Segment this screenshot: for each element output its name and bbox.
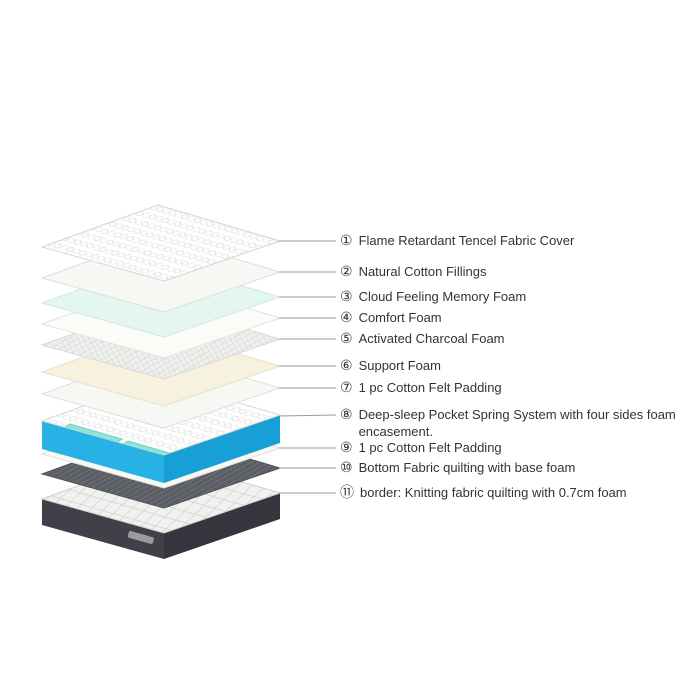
label-number: ⑦ (340, 379, 353, 395)
label-text: 1 pc Cotton Felt Padding (358, 440, 502, 455)
layer-label-8: ⑧ Deep-sleep Pocket Spring System with f… (340, 406, 689, 440)
leader-line-8 (279, 414, 337, 417)
layer-label-7: ⑦ 1 pc Cotton Felt Padding (340, 379, 502, 396)
layer-11-side-left (42, 499, 164, 559)
label-number: ⑥ (340, 357, 353, 373)
label-number: ⑩ (340, 459, 353, 475)
label-text: Flame Retardant Tencel Fabric Cover (358, 233, 575, 248)
label-number: ⑪ (340, 484, 354, 500)
label-number: ② (340, 263, 353, 279)
layer-label-6: ⑥ Support Foam (340, 357, 441, 374)
layer-label-9: ⑨ 1 pc Cotton Felt Padding (340, 439, 502, 456)
label-text: border: Knitting fabric quilting with 0.… (360, 485, 627, 500)
label-number: ⑧ (340, 406, 353, 422)
layer-11-side-right (164, 493, 280, 559)
label-text: Cloud Feeling Memory Foam (358, 289, 527, 304)
label-text: Natural Cotton Fillings (358, 264, 487, 279)
layer-label-3: ③ Cloud Feeling Memory Foam (340, 288, 526, 305)
label-number: ① (340, 232, 353, 248)
brand-logo (127, 531, 154, 544)
label-number: ④ (340, 309, 353, 325)
label-text: 1 pc Cotton Felt Padding (358, 380, 502, 395)
layer-label-2: ② Natural Cotton Fillings (340, 263, 486, 280)
layer-label-1: ① Flame Retardant Tencel Fabric Cover (340, 232, 574, 249)
spring-side-left (42, 421, 164, 483)
layer-1-tencel-cover (40, 204, 282, 282)
label-text: Bottom Fabric quilting with base foam (358, 460, 576, 475)
leader-lines (279, 240, 337, 494)
layer-label-5: ⑤ Activated Charcoal Foam (340, 330, 505, 347)
layer-label-10: ⑩ Bottom Fabric quilting with base foam (340, 459, 575, 476)
layer-label-4: ④ Comfort Foam (340, 309, 442, 326)
label-number: ③ (340, 288, 353, 304)
label-text: Deep-sleep Pocket Spring System with fou… (358, 407, 676, 439)
label-text: Support Foam (358, 358, 441, 373)
label-text: Comfort Foam (358, 310, 442, 325)
label-number: ⑨ (340, 439, 353, 455)
layer-label-11: ⑪ border: Knitting fabric quilting with … (340, 484, 627, 501)
layer-1-top-face (40, 204, 282, 282)
label-number: ⑤ (340, 330, 353, 346)
spring-side-right (164, 415, 280, 483)
label-text: Activated Charcoal Foam (358, 331, 505, 346)
